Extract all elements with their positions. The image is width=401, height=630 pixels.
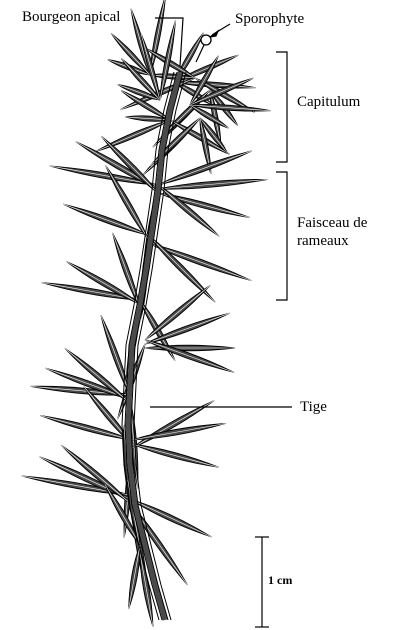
branch-leaf-midrib [132,444,219,467]
label-capitulum: Capitulum [297,93,360,111]
branch-leaves [22,0,271,627]
branch-leaf-midrib [158,185,219,236]
sporophyte-capsule [201,35,211,45]
sporophyte-arrowhead [210,31,218,37]
label-scale: 1 cm [268,571,292,589]
branch-leaf-midrib [132,401,214,449]
label-apical-bud: Bourgeon apical [22,8,120,26]
fascicle-bracket [276,172,287,300]
branch-leaf-midrib [129,545,140,609]
label-branch-fascicle: Faisceau de rameaux [297,214,367,250]
branch-leaf-midrib [148,235,215,302]
label-stem: Tige [300,398,327,416]
label-sporophyte: Sporophyte [235,10,304,28]
branch-leaf-midrib [132,424,226,441]
capitulum-bracket [276,52,287,162]
